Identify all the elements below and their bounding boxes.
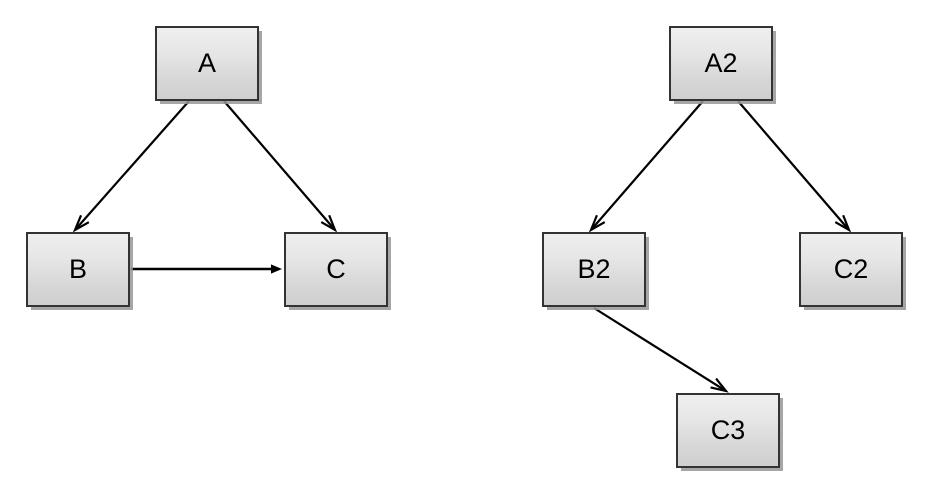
- node-label: C2: [833, 254, 869, 284]
- arrowhead-open: [72, 214, 90, 233]
- edge-a2-to-b2: [588, 100, 704, 233]
- node-c2[interactable]: C2: [799, 232, 903, 307]
- edge-a-to-b: [72, 100, 190, 233]
- node-label: C3: [710, 415, 746, 445]
- node-b2[interactable]: B2: [542, 232, 646, 307]
- edge-a2-to-c2: [737, 100, 852, 233]
- edge-a-to-c: [223, 100, 338, 233]
- edge-line: [593, 307, 725, 391]
- arrowhead-filled: [271, 264, 282, 274]
- node-a2[interactable]: A2: [669, 26, 773, 101]
- node-label: B: [68, 254, 87, 284]
- node-label: A: [197, 48, 216, 78]
- arrowhead-open: [834, 214, 852, 233]
- node-b[interactable]: B: [26, 232, 130, 307]
- node-c[interactable]: C: [284, 232, 388, 307]
- arrowhead-open: [588, 214, 606, 233]
- edge-b-to-c: [131, 264, 282, 274]
- edge-line: [592, 100, 704, 229]
- arrowhead-open: [320, 214, 338, 233]
- edge-line: [76, 100, 190, 229]
- edge-line: [223, 100, 334, 229]
- node-label: C: [326, 254, 346, 284]
- edge-b2-to-c3: [593, 307, 729, 393]
- node-c3[interactable]: C3: [676, 393, 780, 468]
- node-label: B2: [577, 254, 611, 284]
- edge-line: [737, 100, 848, 229]
- arrowhead-open: [710, 377, 729, 393]
- node-label: A2: [704, 48, 738, 78]
- node-a[interactable]: A: [155, 26, 259, 101]
